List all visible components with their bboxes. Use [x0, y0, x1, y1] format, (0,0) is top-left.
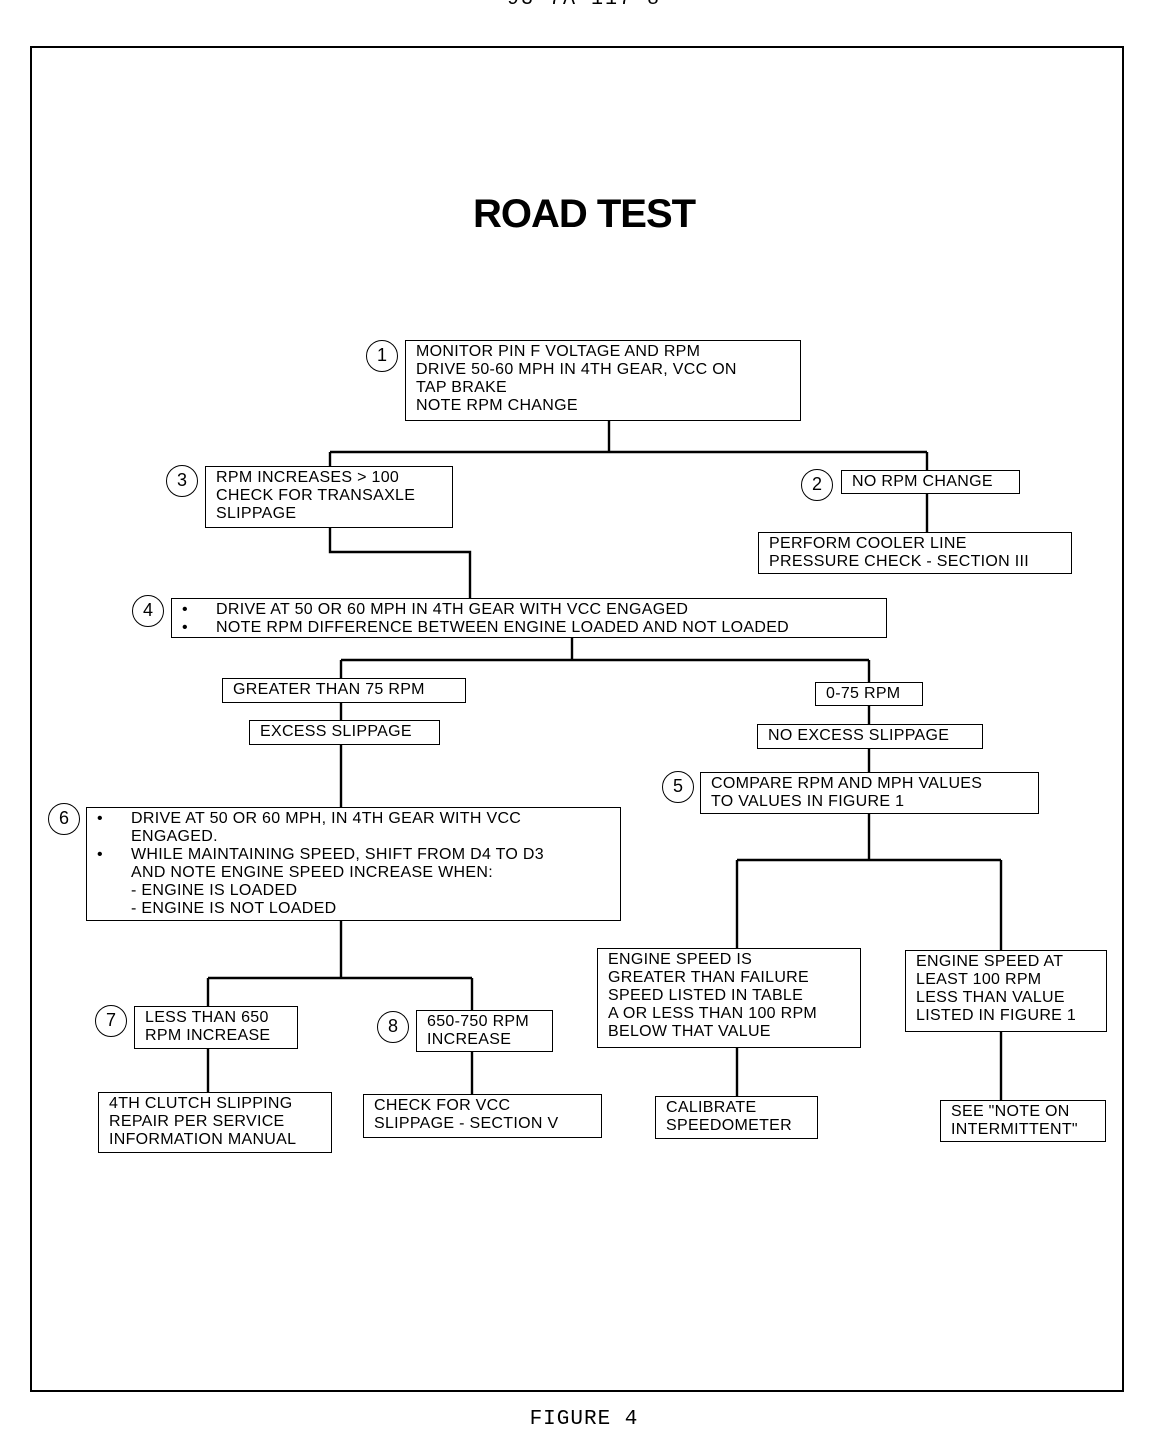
engine-speed-low-line: LESS THAN VALUE — [916, 989, 1065, 1006]
step-5-box: COMPARE RPM AND MPH VALUES TO VALUES IN … — [700, 772, 1039, 814]
no-excess-slippage-box: NO EXCESS SLIPPAGE — [757, 724, 983, 749]
step-6-line: DRIVE AT 50 OR 60 MPH, IN 4TH GEAR WITH … — [91, 810, 620, 828]
figure-frame — [30, 46, 1124, 1392]
step-number-5: 5 — [662, 771, 694, 803]
engine-speed-failure-line: GREATER THAN FAILURE — [608, 969, 809, 986]
engine-speed-failure-line: ENGINE SPEED IS — [608, 951, 753, 968]
step-6-line: - ENGINE IS NOT LOADED — [131, 900, 337, 917]
excess-slippage-label: EXCESS SLIPPAGE — [260, 723, 412, 740]
calibrate-speedometer-line: CALIBRATE — [666, 1099, 757, 1116]
step-6-line: AND NOTE ENGINE SPEED INCREASE WHEN: — [131, 864, 493, 881]
engine-speed-low-line: ENGINE SPEED AT — [916, 953, 1064, 970]
clutch-slipping-line: REPAIR PER SERVICE — [109, 1113, 285, 1130]
step-6-line: - ENGINE IS LOADED — [131, 882, 298, 899]
step-1-line: NOTE RPM CHANGE — [416, 397, 578, 414]
step-6-line: WHILE MAINTAINING SPEED, SHIFT FROM D4 T… — [91, 846, 620, 864]
vcc-slippage-line: CHECK FOR VCC — [374, 1097, 511, 1114]
clutch-slipping-line: 4TH CLUTCH SLIPPING — [109, 1095, 293, 1112]
step-6-box: DRIVE AT 50 OR 60 MPH, IN 4TH GEAR WITH … — [86, 807, 621, 921]
document-id: 93-7A-117-8 — [0, 0, 1168, 11]
cooler-line: PERFORM COOLER LINE — [769, 535, 967, 552]
step-7-line: LESS THAN 650 — [145, 1009, 269, 1026]
connector-5-split — [735, 814, 1003, 950]
connector-4-split — [339, 637, 871, 682]
engine-speed-failure-line: A OR LESS THAN 100 RPM — [608, 1005, 818, 1022]
note-intermittent-box: SEE "NOTE ON INTERMITTENT" — [940, 1100, 1106, 1142]
step-6-line: ENGAGED. — [131, 828, 218, 845]
connector-6-split — [206, 921, 474, 1010]
step-number-4: 4 — [132, 595, 164, 627]
clutch-slipping-box: 4TH CLUTCH SLIPPING REPAIR PER SERVICE I… — [98, 1092, 332, 1153]
greater-than-75-label: GREATER THAN 75 RPM — [233, 681, 425, 698]
step-7-line: RPM INCREASE — [145, 1027, 271, 1044]
step-number-3: 3 — [166, 465, 198, 497]
vcc-slippage-box: CHECK FOR VCC SLIPPAGE - SECTION V — [363, 1094, 602, 1138]
step-3-box: RPM INCREASES > 100 CHECK FOR TRANSAXLE … — [205, 466, 453, 528]
calibrate-speedometer-box: CALIBRATE SPEEDOMETER — [655, 1096, 818, 1139]
no-excess-slippage-label: NO EXCESS SLIPPAGE — [768, 727, 950, 744]
engine-speed-failure-box: ENGINE SPEED IS GREATER THAN FAILURE SPE… — [597, 948, 861, 1048]
step-3-line: SLIPPAGE — [216, 505, 297, 522]
step-4-bullet: NOTE RPM DIFFERENCE BETWEEN ENGINE LOADE… — [176, 619, 886, 637]
step-1-line: MONITOR PIN F VOLTAGE AND RPM — [416, 343, 701, 360]
engine-speed-failure-line: BELOW THAT VALUE — [608, 1023, 771, 1040]
note-intermittent-line: SEE "NOTE ON — [951, 1103, 1070, 1120]
zero-to-75-label: 0-75 RPM — [826, 685, 901, 702]
vcc-slippage-line: SLIPPAGE - SECTION V — [374, 1115, 559, 1132]
step-number-7: 7 — [95, 1005, 127, 1037]
zero-to-75-box: 0-75 RPM — [815, 682, 923, 706]
step-5-line: TO VALUES IN FIGURE 1 — [711, 793, 905, 810]
step-2-line: NO RPM CHANGE — [852, 473, 993, 490]
step-7-box: LESS THAN 650 RPM INCREASE — [134, 1006, 298, 1049]
step-number-8: 8 — [377, 1011, 409, 1043]
connector-1-split — [328, 420, 929, 470]
step-1-box: MONITOR PIN F VOLTAGE AND RPM DRIVE 50-6… — [405, 340, 801, 421]
step-1-line: TAP BRAKE — [416, 379, 508, 396]
engine-speed-low-line: LEAST 100 RPM — [916, 971, 1042, 988]
greater-than-75-box: GREATER THAN 75 RPM — [222, 678, 466, 703]
excess-slippage-box: EXCESS SLIPPAGE — [249, 720, 440, 745]
step-number-6: 6 — [48, 803, 80, 835]
step-4-bullet: DRIVE AT 50 OR 60 MPH IN 4TH GEAR WITH V… — [176, 601, 886, 619]
step-8-line: 650-750 RPM — [427, 1013, 530, 1030]
step-5-line: COMPARE RPM AND MPH VALUES — [711, 775, 983, 792]
step-1-line: DRIVE 50-60 MPH IN 4TH GEAR, VCC ON — [416, 361, 737, 378]
note-intermittent-line: INTERMITTENT" — [951, 1121, 1078, 1138]
engine-speed-failure-line: SPEED LISTED IN TABLE — [608, 987, 804, 1004]
step-number-2: 2 — [801, 469, 833, 501]
engine-speed-low-box: ENGINE SPEED AT LEAST 100 RPM LESS THAN … — [905, 950, 1107, 1032]
clutch-slipping-line: INFORMATION MANUAL — [109, 1131, 297, 1148]
cooler-line-check-box: PERFORM COOLER LINE PRESSURE CHECK - SEC… — [758, 532, 1072, 574]
figure-caption: FIGURE 4 — [529, 1408, 639, 1431]
step-8-line: INCREASE — [427, 1031, 512, 1048]
page-title: ROAD TEST — [472, 192, 696, 236]
step-3-line: RPM INCREASES > 100 — [216, 469, 400, 486]
step-number-1: 1 — [366, 340, 398, 372]
step-4-box: DRIVE AT 50 OR 60 MPH IN 4TH GEAR WITH V… — [171, 598, 887, 638]
step-3-line: CHECK FOR TRANSAXLE — [216, 487, 416, 504]
calibrate-speedometer-line: SPEEDOMETER — [666, 1117, 792, 1134]
engine-speed-low-line: LISTED IN FIGURE 1 — [916, 1007, 1077, 1024]
step-2-box: NO RPM CHANGE — [841, 470, 1020, 494]
step-8-box: 650-750 RPM INCREASE — [416, 1010, 553, 1052]
connector-3-4 — [328, 528, 472, 598]
cooler-line: PRESSURE CHECK - SECTION III — [769, 553, 1029, 570]
